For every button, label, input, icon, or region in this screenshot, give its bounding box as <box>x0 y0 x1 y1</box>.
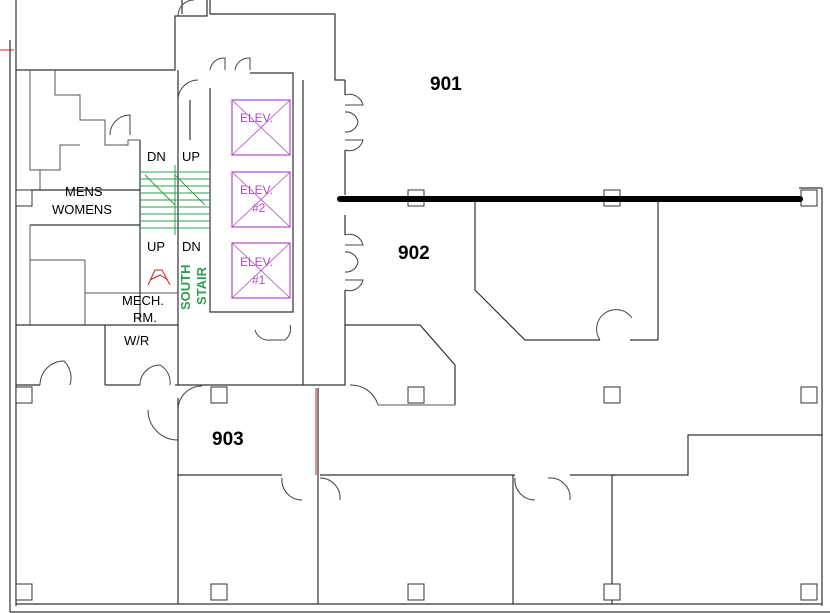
mech-room-label-1: MECH. <box>122 293 164 308</box>
elevator-1-number: #1 <box>252 273 266 287</box>
stair-up-bottom-label: UP <box>147 239 165 254</box>
elevator-shafts <box>231 99 291 299</box>
wr-label: W/R <box>124 333 149 348</box>
mens-restroom-label: MENS <box>65 184 103 199</box>
core-walls <box>15 0 346 386</box>
stair-dn-label: DN <box>147 149 166 164</box>
elevator-2-number: #2 <box>252 201 266 215</box>
south-stair-label-2: STAIR <box>194 266 209 305</box>
womens-restroom-label: WOMENS <box>52 202 112 217</box>
south-stair <box>140 165 210 286</box>
room-label-902: 902 <box>398 243 430 264</box>
stair-up-label: UP <box>182 149 200 164</box>
room-label-903: 903 <box>212 429 244 450</box>
stair-dn-bottom-label: DN <box>182 239 201 254</box>
room-label-901: 901 <box>430 74 462 95</box>
partitions <box>177 200 822 604</box>
elevator-label: ELEV. <box>240 111 273 125</box>
south-stair-label-1: SOUTH <box>178 265 193 311</box>
elevator-1-label: ELEV. <box>240 255 273 269</box>
mech-room-label-2: RM. <box>133 310 157 325</box>
elevator-2-label: ELEV. <box>240 183 273 197</box>
doors <box>39 0 633 501</box>
outer-walls <box>0 40 830 613</box>
